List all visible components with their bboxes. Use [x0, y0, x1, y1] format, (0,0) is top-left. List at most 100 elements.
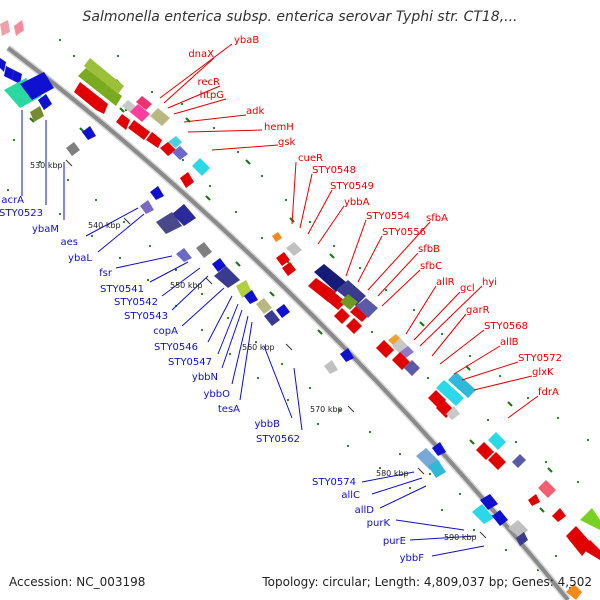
- reverse-gene-tesA: tesA: [218, 321, 253, 415]
- reverse-gene-STY0574: STY0574: [312, 471, 415, 488]
- reverse-gene-label: acrA: [1, 195, 24, 206]
- forward-gene-label: cueR: [298, 153, 323, 164]
- forward-gene-label: allR: [436, 277, 455, 288]
- reverse-gene-label: STY0547: [168, 357, 212, 368]
- reverse-gene-STY0542: STY0542: [114, 267, 201, 308]
- forward-gene-allR: allR: [405, 277, 455, 335]
- scale-tick: 580 kbp: [376, 467, 425, 478]
- scale-tick-label: 530 kbp: [30, 161, 63, 170]
- reverse-gene-ybbB: ybbB: [255, 345, 293, 430]
- forward-gene-label: sfbB: [418, 244, 440, 255]
- scale-tick: 560 kbp: [242, 343, 293, 352]
- reverse-gene-label: allD: [355, 505, 375, 516]
- reverse-gene-STY0562: STY0562: [256, 367, 303, 445]
- forward-gene-label: htpG: [200, 90, 224, 101]
- scale-tick-label: 570 kbp: [310, 405, 343, 414]
- reverse-gene-label: purK: [367, 518, 391, 529]
- reverse-gene-STY0547: STY0547: [168, 303, 239, 368]
- forward-gene-dnaX: dnaX: [163, 49, 215, 104]
- reverse-gene-label: allC: [341, 490, 360, 501]
- forward-gene-garR: garR: [431, 305, 490, 357]
- scale-tick-label: 560 kbp: [242, 343, 275, 352]
- forward-gene-label: adk: [246, 106, 264, 117]
- reverse-gene-label: ybbO: [204, 389, 231, 400]
- reverse-gene-label: ybbF: [400, 553, 425, 564]
- forward-gene-ybaB: ybaB: [159, 35, 259, 99]
- reverse-gene-acrA: acrA: [1, 110, 24, 206]
- forward-gene-sfbB: sfbB: [377, 244, 440, 297]
- genome-stats-label: Topology: circular; Length: 4,809,037 bp…: [262, 575, 592, 589]
- forward-gene-label: ybbA: [344, 197, 370, 208]
- reverse-gene-label: tesA: [218, 404, 240, 415]
- forward-gene-cueR: cueR: [291, 153, 323, 225]
- forward-gene-label: gsk: [278, 137, 296, 148]
- forward-gene-label: STY0554: [366, 211, 410, 222]
- edge-fragments: [0, 20, 24, 84]
- forward-gene-label: dnaX: [188, 49, 214, 60]
- forward-gene-adk: adk: [183, 106, 264, 123]
- reverse-gene-ybbN: ybbN: [192, 309, 243, 383]
- map-title: Salmonella enterica subsp. enterica sero…: [82, 9, 518, 25]
- reverse-gene-label: ybbN: [192, 372, 218, 383]
- reverse-gene-fsr: fsr: [99, 255, 173, 279]
- scale-tick: 590 kbp: [444, 531, 487, 542]
- forward-gene-label: gcl: [460, 283, 475, 294]
- forward-gene-labels: ybaBdnaXrecRhtpGadkhemHgskcueRSTY0548STY…: [159, 35, 562, 419]
- forward-gene-STY0556: STY0556: [357, 227, 426, 283]
- forward-gene-STY0549: STY0549: [307, 181, 374, 235]
- forward-gene-label: fdrA: [538, 387, 559, 398]
- reverse-gene-label: ybaM: [32, 224, 59, 235]
- scale-tick-label: 550 kbp: [170, 281, 203, 290]
- scale-tick: 570 kbp: [310, 405, 355, 414]
- forward-strand-genes: [74, 58, 600, 600]
- reverse-gene-label: STY0542: [114, 297, 158, 308]
- forward-gene-label: sfbC: [420, 261, 442, 272]
- reverse-strand-genes: [4, 72, 528, 546]
- forward-gene-hemH: hemH: [187, 122, 294, 133]
- reverse-gene-labels: acrASTY0523ybaMaesybaLfsrSTY0541STY0542S…: [0, 110, 485, 564]
- reverse-gene-label: STY0574: [312, 477, 356, 488]
- scale-tick: 550 kbp: [170, 277, 213, 290]
- forward-gene-sfbA: sfbA: [367, 213, 448, 291]
- reverse-gene-label: copA: [153, 326, 178, 337]
- reverse-gene-STY0541: STY0541: [100, 261, 189, 295]
- reverse-gene-aes: aes: [61, 207, 139, 248]
- forward-gene-htpG: htpG: [173, 90, 227, 115]
- forward-gene-recR: recR: [167, 77, 221, 109]
- accession-label: Accession: NC_003198: [9, 575, 146, 589]
- reverse-gene-label: STY0546: [154, 342, 198, 353]
- reverse-gene-ybaL: ybaL: [68, 213, 145, 264]
- reverse-gene-label: ybbB: [255, 419, 281, 430]
- reverse-gene-label: STY0562: [256, 434, 300, 445]
- forward-gene-label: hemH: [264, 122, 294, 133]
- forward-gene-label: allB: [500, 337, 519, 348]
- forward-gene-label: ybaB: [234, 35, 259, 46]
- scale-tick: 530 kbp: [30, 159, 73, 170]
- forward-gene-label: STY0549: [330, 181, 374, 192]
- forward-gene-label: hyi: [482, 277, 497, 288]
- forward-gene-label: STY0572: [518, 353, 562, 364]
- forward-gene-ybbA: ybbA: [317, 197, 370, 245]
- forward-gene-gsk: gsk: [211, 137, 296, 151]
- forward-gene-fdrA: fdrA: [507, 387, 559, 419]
- reverse-gene-ybbO: ybbO: [204, 315, 249, 400]
- forward-gene-sfbC: sfbC: [381, 261, 442, 307]
- reverse-gene-label: STY0523: [0, 208, 43, 219]
- forward-gene-label: garR: [466, 305, 490, 316]
- reverse-gene-purK: purK: [367, 518, 465, 531]
- forward-gene-STY0572: STY0572: [461, 353, 562, 381]
- forward-gene-label: STY0568: [484, 321, 528, 332]
- forward-gene-STY0568: STY0568: [439, 321, 528, 365]
- forward-gene-glxK: glxK: [473, 367, 554, 391]
- reverse-gene-label: purE: [383, 536, 406, 547]
- scale-tick-label: 590 kbp: [444, 533, 477, 542]
- reverse-gene-label: STY0543: [124, 311, 168, 322]
- forward-gene-gcl: gcl: [413, 283, 475, 341]
- reverse-gene-STY0523: STY0523: [0, 120, 47, 219]
- reverse-gene-STY0543: STY0543: [124, 275, 209, 322]
- reverse-gene-ybbF: ybbF: [400, 545, 485, 564]
- forward-gene-hyi: hyi: [419, 277, 497, 347]
- forward-gene-STY0548: STY0548: [299, 165, 356, 229]
